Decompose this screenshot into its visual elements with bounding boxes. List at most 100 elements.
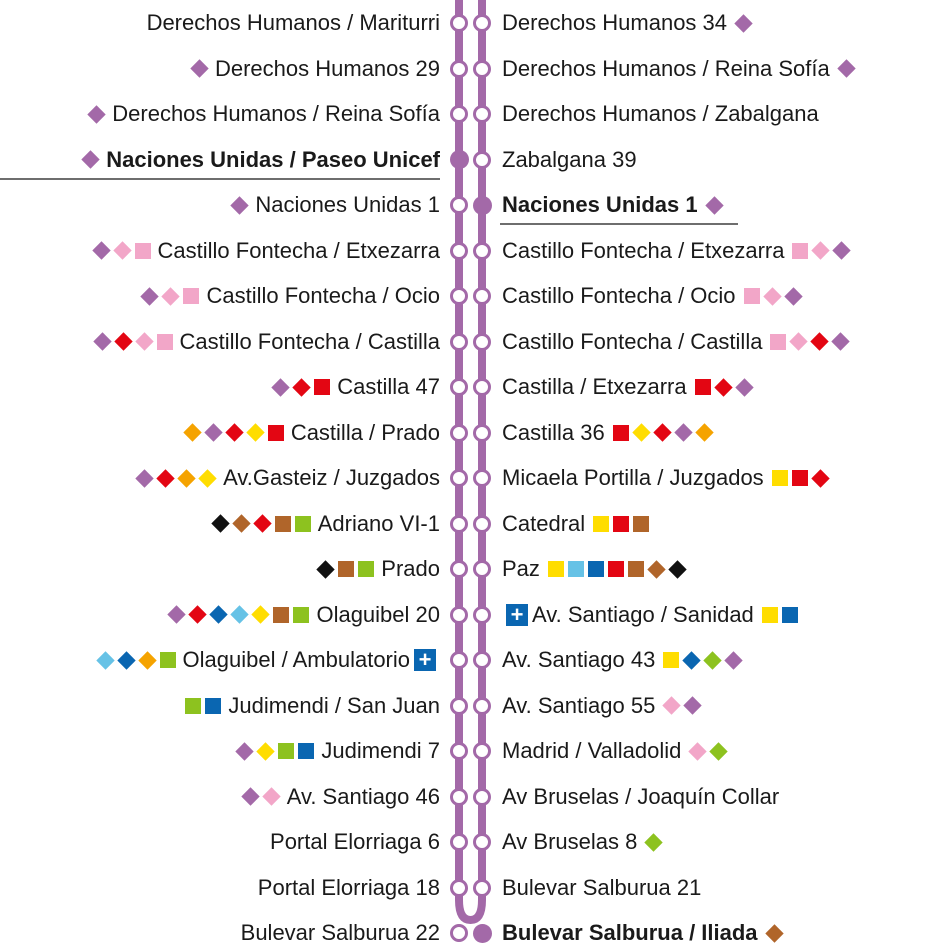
diamond-marker-purple	[734, 13, 753, 33]
line-markers	[167, 605, 310, 624]
square-marker-red	[612, 424, 629, 441]
diamond-marker-yellow	[246, 423, 265, 442]
left-stop-row: Castilla 47	[271, 370, 440, 404]
square-marker-yellow	[663, 652, 680, 668]
stop-dot	[473, 651, 491, 669]
stop-dot	[450, 878, 468, 897]
square-marker-skyblue	[567, 561, 584, 577]
diamond-marker-skyblue	[230, 605, 250, 624]
diamond-marker-red	[713, 377, 733, 397]
line-markers	[190, 59, 209, 78]
stop-dot	[473, 14, 491, 32]
square-marker-red	[791, 470, 808, 486]
diamond-marker-red	[113, 332, 133, 351]
diamond-marker-purple	[837, 59, 856, 78]
left-stop-row: Derechos Humanos / Reina Sofía	[87, 97, 440, 131]
square-marker-green	[358, 561, 375, 577]
diamond-marker-black	[668, 559, 687, 579]
right-stop-row: Madrid / Valladolid	[502, 734, 729, 768]
diamond-marker-green	[703, 650, 723, 670]
stop-dot	[450, 605, 468, 624]
stop-dot	[450, 241, 468, 260]
stop-dot	[473, 742, 491, 760]
left-stop-row: Naciones Unidas 1	[230, 188, 440, 222]
square-marker-pink	[156, 333, 173, 350]
square-marker-blue	[205, 697, 222, 714]
stop-name: Derechos Humanos / Reina Sofía	[112, 101, 440, 126]
right-stop-row: Av Bruselas 8	[502, 825, 664, 859]
stop-dot	[450, 59, 468, 78]
stop-dot	[473, 423, 491, 442]
stop-name: Naciones Unidas 1	[255, 192, 440, 217]
left-stop-row: Judimendi 7	[235, 734, 440, 768]
diamond-marker-blue	[682, 650, 702, 670]
line-markers	[791, 241, 852, 260]
square-marker-red	[694, 379, 711, 395]
square-marker-yellow	[761, 606, 778, 623]
line-markers	[764, 923, 784, 943]
stop-dot	[450, 742, 468, 760]
line-markers	[761, 606, 799, 623]
diamond-marker-orange	[695, 423, 714, 442]
diamond-marker-purple	[831, 332, 851, 351]
stop-name: Av. Santiago 46	[286, 783, 440, 809]
right-stop-row: Castillo Fontecha / Ocio	[502, 279, 803, 313]
diamond-marker-brown	[764, 923, 784, 943]
stop-name: Av Bruselas 8	[502, 829, 638, 854]
diamond-marker-purple	[674, 423, 693, 442]
stop-dot	[450, 105, 468, 123]
line-markers	[316, 559, 375, 579]
stop-name: Castilla 47	[337, 374, 440, 399]
diamond-marker-purple	[230, 195, 250, 215]
stop-dot	[450, 651, 468, 669]
stop-name: Olaguibel 20	[316, 601, 440, 627]
line-markers	[769, 332, 851, 351]
right-stop-row: Paz	[502, 552, 687, 586]
diamond-marker-pink	[261, 787, 281, 806]
stop-dot	[473, 105, 491, 123]
stop-dot	[450, 560, 468, 578]
right-stop-row: Naciones Unidas 1	[502, 188, 724, 222]
line-markers	[547, 559, 687, 579]
stop-dot	[473, 59, 491, 78]
stop-name: Derechos Humanos / Reina Sofía	[502, 55, 830, 81]
right-stop-row: Castilla / Etxezarra	[502, 370, 754, 404]
left-stop-row: Av. Santiago 46	[240, 780, 440, 814]
diamond-marker-brown	[647, 559, 666, 579]
left-stop-row: Castilla / Prado	[183, 416, 440, 450]
diamond-marker-purple	[271, 377, 290, 397]
square-marker-pink	[792, 242, 809, 259]
square-marker-brown	[274, 515, 291, 532]
diamond-marker-red	[810, 468, 830, 488]
right-stop-row: Castillo Fontecha / Castilla	[502, 325, 851, 359]
stop-name: Av.Gasteiz / Juzgados	[223, 465, 440, 490]
stop-name: Catedral	[502, 510, 586, 536]
line-markers	[688, 741, 729, 761]
square-marker-green	[185, 697, 202, 714]
stop-dot	[473, 833, 491, 851]
stop-name: Madrid / Valladolid	[502, 738, 682, 763]
diamond-marker-brown	[232, 514, 251, 533]
stop-dot	[450, 14, 468, 32]
left-stop-row: Adriano VI-1	[211, 507, 440, 541]
diamond-marker-purple	[235, 741, 255, 761]
line-markers	[271, 377, 331, 397]
stop-name: Bulevar Salburua 22	[240, 920, 440, 945]
diamond-marker-purple	[683, 696, 703, 715]
line-markers	[91, 241, 152, 260]
stop-dot	[473, 605, 491, 624]
line-markers	[140, 286, 200, 306]
diamond-marker-pink	[112, 241, 132, 260]
stop-name: Castillo Fontecha / Etxezarra	[157, 237, 440, 263]
stop-name: Naciones Unidas 1	[502, 192, 698, 217]
diamond-marker-red	[253, 514, 272, 533]
line-markers	[612, 423, 714, 442]
line-markers	[694, 377, 754, 397]
diamond-marker-purple	[240, 787, 260, 806]
square-marker-green	[293, 606, 310, 623]
stop-name: Portal Elorriaga 18	[257, 874, 440, 900]
square-marker-blue	[781, 606, 798, 623]
diamond-marker-pink	[134, 332, 154, 351]
diamond-marker-green	[644, 832, 664, 852]
left-stop-row: Castillo Fontecha / Etxezarra	[91, 234, 440, 268]
